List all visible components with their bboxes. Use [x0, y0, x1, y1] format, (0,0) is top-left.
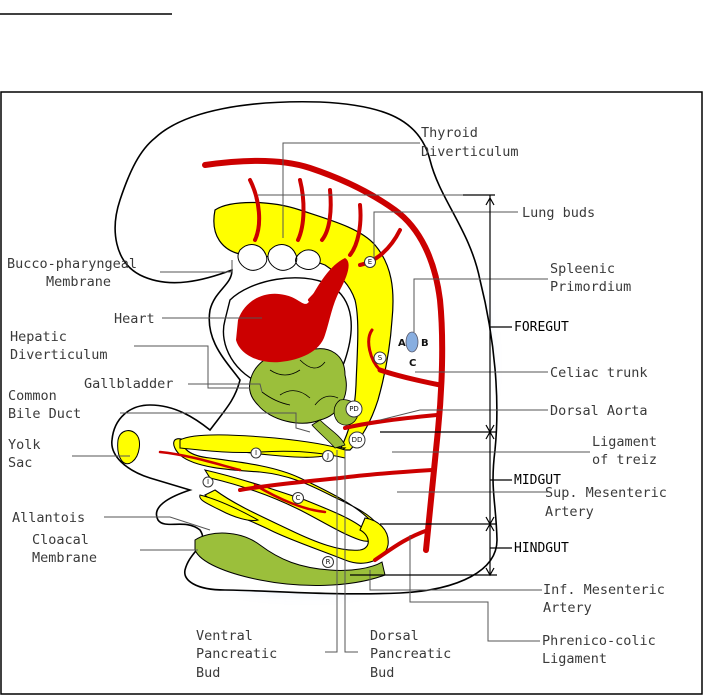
label-ventral-1: Ventral — [196, 628, 253, 644]
label-heart: Heart — [114, 311, 155, 327]
label-dorsal-3: Bud — [370, 665, 394, 681]
liver — [249, 348, 347, 449]
letter-c: C — [409, 358, 416, 369]
label-foregut: FOREGUT — [514, 320, 569, 335]
marker-pd: PD — [345, 400, 363, 418]
svg-text:E: E — [368, 258, 372, 266]
heart — [236, 258, 349, 363]
letter-a: A — [398, 338, 406, 349]
svg-text:I: I — [255, 449, 257, 457]
marker-i-upper: I — [250, 447, 262, 459]
label-lung-buds: Lung buds — [522, 205, 595, 221]
marker-c: C — [292, 492, 304, 504]
labels: Thyroid Diverticulum Lung buds Bucco-pha… — [7, 125, 667, 681]
svg-text:PD: PD — [349, 405, 359, 413]
hindgut-tube — [204, 489, 389, 564]
label-midgut: MIDGUT — [514, 473, 561, 488]
region-bracket — [350, 194, 512, 577]
letter-b: B — [421, 338, 429, 349]
label-dorsal-2: Pancreatic — [370, 646, 451, 662]
label-hindgut: HINDGUT — [514, 541, 569, 556]
leader-lines — [72, 142, 590, 653]
label-hepatic-2: Diverticulum — [10, 347, 108, 363]
label-thyroid-2: Diverticulum — [421, 144, 519, 160]
marker-j: J — [322, 450, 334, 462]
label-treiz-1: Ligament — [592, 434, 657, 450]
label-common-2: Bile Duct — [8, 406, 81, 422]
label-sma-1: Sup. Mesenteric — [545, 485, 667, 501]
label-cloacal-1: Cloacal — [32, 532, 89, 548]
label-thyroid-1: Thyroid — [421, 125, 478, 141]
label-sma-2: Artery — [545, 504, 594, 520]
label-phrenico-1: Phrenico-colic — [542, 633, 656, 649]
label-allantois: Allantois — [12, 510, 85, 526]
label-cloacal-2: Membrane — [32, 550, 97, 566]
marker-r: R — [322, 556, 334, 568]
midgut-loop — [173, 438, 382, 542]
label-ima-2: Artery — [543, 600, 592, 616]
label-spleen-2: Primordium — [550, 279, 631, 295]
svg-text:J: J — [326, 452, 329, 460]
label-celiac: Celiac trunk — [550, 365, 648, 381]
label-ventral-3: Bud — [196, 665, 220, 681]
label-dorsal-aorta: Dorsal Aorta — [550, 403, 648, 419]
svg-text:DD: DD — [352, 436, 363, 444]
figure-frame — [0, 91, 703, 695]
marker-e: E — [364, 256, 376, 268]
svg-text:R: R — [326, 558, 331, 566]
label-bucco-1: Bucco-pharyngeal — [7, 256, 137, 272]
yolk-sac — [117, 430, 140, 465]
marker-s: S — [373, 351, 387, 365]
label-bucco-2: Membrane — [46, 274, 111, 290]
label-dorsal-1: Dorsal — [370, 628, 419, 644]
svg-text:I: I — [207, 478, 209, 486]
spleen-primordium — [405, 331, 419, 353]
label-phrenico-2: Ligament — [542, 651, 607, 667]
label-treiz-2: of treiz — [592, 452, 657, 468]
allantois-stalk — [199, 494, 260, 521]
label-spleen-1: Spleenic — [550, 261, 615, 277]
pharyngeal-pouches — [237, 244, 321, 271]
svg-text:S: S — [378, 354, 383, 362]
label-yolk-1: Yolk — [8, 437, 41, 453]
label-ima-1: Inf. Mesenteric — [543, 582, 665, 598]
label-common-1: Common — [8, 388, 57, 404]
label-hepatic-1: Hepatic — [10, 329, 67, 345]
vessels — [158, 157, 446, 562]
label-gallbladder: Gallbladder — [84, 376, 173, 392]
label-ventral-2: Pancreatic — [196, 646, 277, 662]
label-yolk-2: Sac — [8, 455, 32, 471]
svg-text:C: C — [296, 494, 301, 502]
marker-i-lower: I — [202, 476, 214, 488]
marker-dd: DD — [348, 431, 366, 449]
